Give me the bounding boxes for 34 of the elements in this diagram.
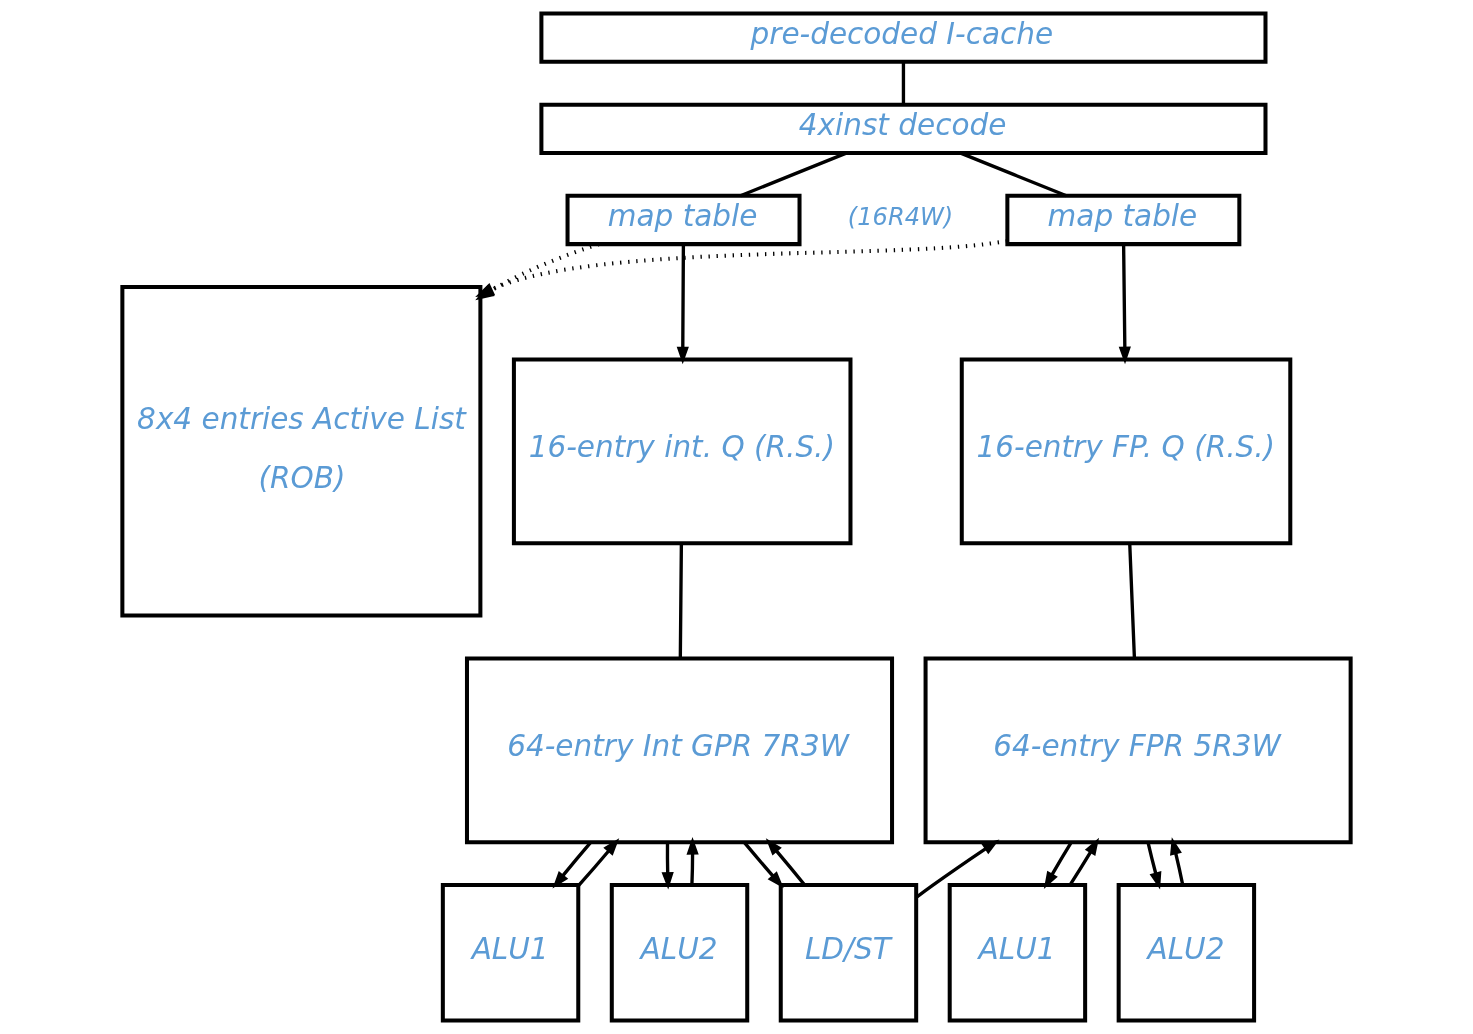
arrow <box>1043 841 1073 889</box>
node-box: ALU2 <box>609 883 750 1023</box>
connector <box>739 151 847 198</box>
arrow <box>686 837 699 885</box>
arrow <box>1118 244 1131 365</box>
connector <box>960 151 1068 198</box>
node-box: 4xinst decode <box>539 102 1268 155</box>
arrow <box>765 838 806 886</box>
arrow <box>742 841 784 889</box>
node-box: ALU2 <box>1116 883 1257 1023</box>
arrow <box>577 838 620 887</box>
arrow <box>552 841 593 889</box>
node-label: (16R4W) <box>847 202 954 231</box>
connector <box>1128 543 1137 659</box>
arrow <box>676 244 689 365</box>
arrow <box>475 239 1008 298</box>
node-box: 16-entry FP. Q (R.S.) <box>959 357 1293 546</box>
node-box: map table <box>1005 193 1242 247</box>
node-box: pre-decoded I-cache <box>539 11 1268 64</box>
arrow <box>661 842 674 890</box>
node-box: 8x4 entries Active List (ROB) <box>120 285 483 618</box>
arrow <box>1146 841 1162 890</box>
node-box: 64-entry Int GPR 7R3W <box>464 656 895 845</box>
node-box: 64-entry FPR 5R3W <box>923 656 1353 845</box>
arrow <box>1170 837 1185 885</box>
node-box: ALU1 <box>947 883 1088 1023</box>
connector <box>678 543 684 658</box>
connector <box>901 62 906 105</box>
node-box: LD/ST <box>778 883 919 1023</box>
node-box: ALU1 <box>440 883 581 1023</box>
node-box: map table <box>565 193 802 247</box>
arrow <box>1068 837 1100 886</box>
arrow <box>915 839 1000 899</box>
node-box: 16-entry int. Q (R.S.) <box>511 357 853 546</box>
